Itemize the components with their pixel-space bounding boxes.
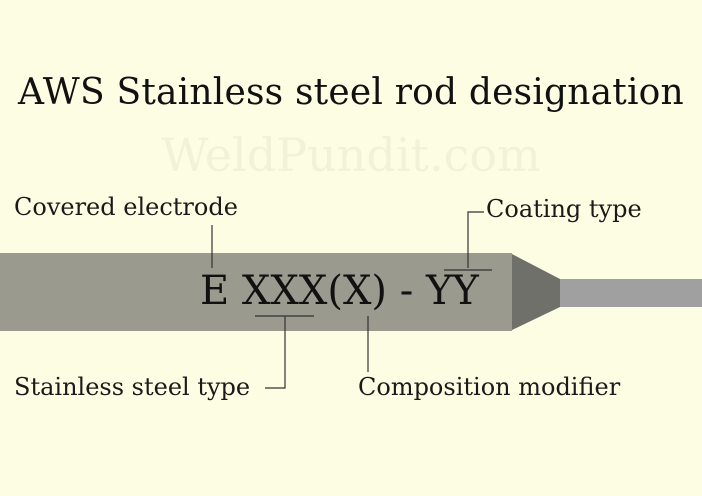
label-stainless-steel-type: Stainless steel type	[14, 373, 250, 401]
rod-taper	[510, 253, 560, 331]
rod-core-wire	[550, 279, 702, 307]
label-covered-electrode: Covered electrode	[14, 193, 238, 221]
label-coating-type: Coating type	[486, 195, 642, 223]
label-composition-modifier: Composition modifier	[358, 373, 620, 401]
rod-designation-code: E XXX(X) - YY	[200, 268, 479, 314]
